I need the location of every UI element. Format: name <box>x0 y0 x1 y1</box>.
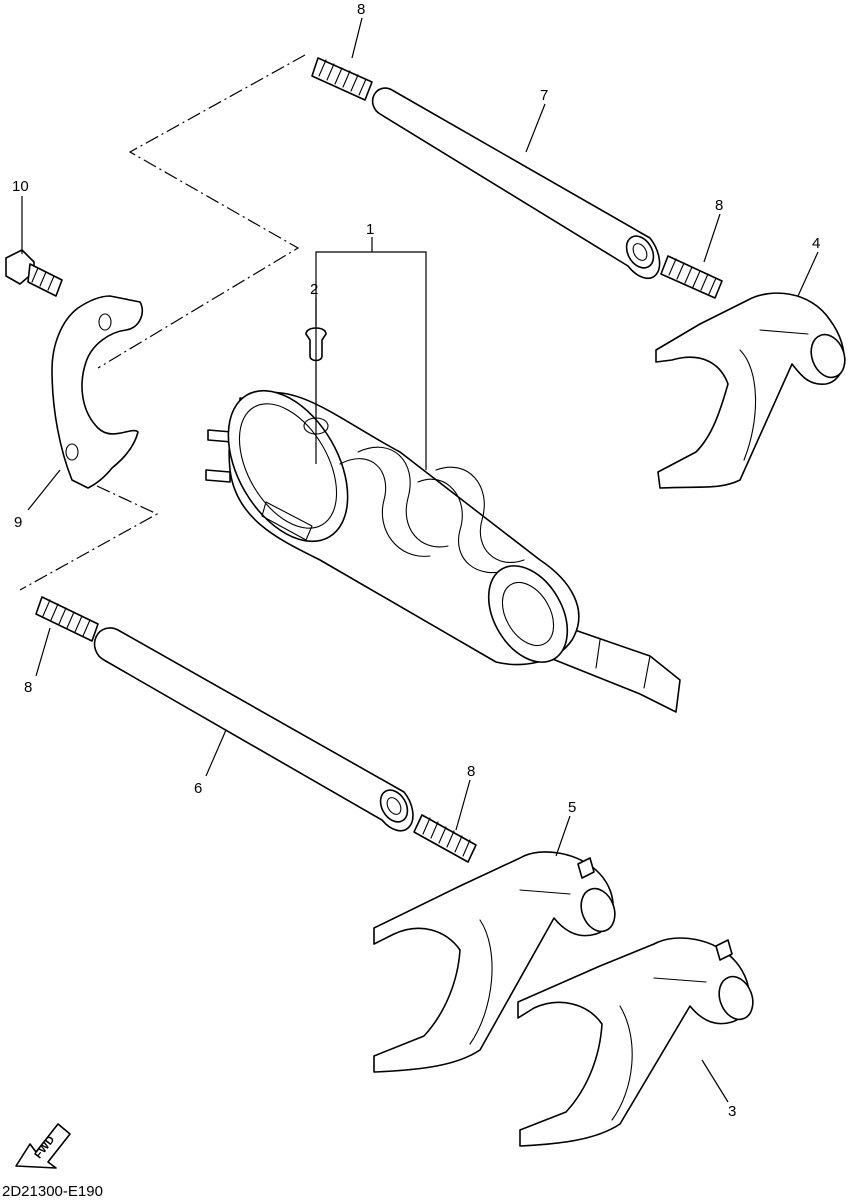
callout-8-bottom-left: 8 <box>24 679 32 696</box>
shift-fork-4 <box>655 292 846 489</box>
segment-plate <box>51 295 144 489</box>
callout-8-top-left: 8 <box>357 1 365 18</box>
spring-bottom-left <box>35 596 99 642</box>
shift-fork-3 <box>517 937 754 1147</box>
spring-top-left <box>311 57 373 101</box>
leader-lines <box>21 17 819 1103</box>
assembly-line-upper <box>97 54 306 369</box>
spring-top-right <box>660 255 723 299</box>
callout-1: 1 <box>366 221 374 238</box>
guide-bar-lower <box>93 627 414 832</box>
assembly-line-lower <box>19 485 159 591</box>
callout-2: 2 <box>310 281 318 298</box>
callout-6: 6 <box>194 780 202 797</box>
spring-bottom-right <box>413 814 477 863</box>
callout-9: 9 <box>14 514 22 531</box>
callout-8-top-right: 8 <box>715 197 723 214</box>
shift-drum-assembly <box>205 389 681 713</box>
callout-3: 3 <box>728 1103 736 1120</box>
fwd-arrow-icon: FWD <box>15 1123 71 1169</box>
bolt <box>5 249 63 297</box>
guide-bar-upper <box>371 87 661 280</box>
callout-4: 4 <box>812 235 820 252</box>
callout-10: 10 <box>12 178 29 195</box>
diagram-code: 2D21300-E190 <box>2 1183 103 1200</box>
callout-8-bottom-right: 8 <box>467 763 475 780</box>
shift-fork-5 <box>373 851 616 1073</box>
callout-5: 5 <box>568 799 576 816</box>
callout-7: 7 <box>540 87 548 104</box>
